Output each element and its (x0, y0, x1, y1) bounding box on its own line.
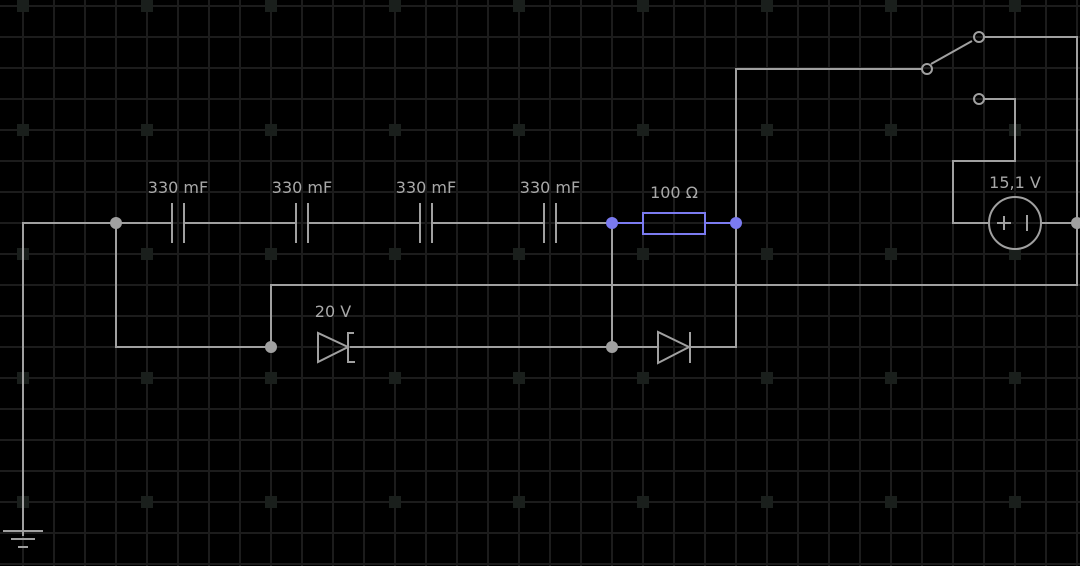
grid-major-marker (513, 372, 525, 384)
grid-major-marker (513, 248, 525, 260)
grid-major-marker (761, 496, 773, 508)
grid-major-marker (513, 0, 525, 12)
grid-major-marker (1009, 496, 1021, 508)
grid-major-marker (389, 124, 401, 136)
grid-major-marker (141, 372, 153, 384)
zener-diode-label: 20 V (315, 302, 351, 321)
grid-major-marker (761, 0, 773, 12)
grid-major-marker (637, 124, 649, 136)
capacitor-1-label: 330 mF (148, 178, 208, 197)
grid-major-marker (141, 248, 153, 260)
grid-major-marker (141, 124, 153, 136)
grid-major-marker (513, 124, 525, 136)
grid-major-marker (265, 124, 277, 136)
grid-major-marker (17, 124, 29, 136)
node[interactable] (1071, 217, 1080, 229)
ground-icon[interactable] (3, 530, 43, 548)
zener-diode[interactable]: 20 V (315, 302, 355, 364)
grid-major-marker (885, 372, 897, 384)
grid-major-marker (885, 124, 897, 136)
nodes (110, 217, 1080, 353)
grid-major-marker (637, 372, 649, 384)
grid-major-marker (637, 248, 649, 260)
grid-major-marker (1009, 248, 1021, 260)
grid-major-marker (389, 496, 401, 508)
diode[interactable] (657, 330, 692, 365)
grid-major-marker (761, 372, 773, 384)
node-selected[interactable] (606, 217, 618, 229)
wire-to-switch[interactable] (735, 68, 922, 223)
grid-major-marker (265, 0, 277, 12)
grid-major-marker (1009, 0, 1021, 12)
voltage-source[interactable]: 15,1 V (988, 173, 1042, 250)
grid-major-marker (141, 496, 153, 508)
grid-major-marker (637, 0, 649, 12)
capacitor-2[interactable]: 330 mF (272, 178, 332, 243)
wire-switch-top[interactable] (984, 36, 1078, 223)
grid-major-marker (265, 496, 277, 508)
node[interactable] (110, 217, 122, 229)
resistor[interactable]: 100 Ω (642, 183, 706, 235)
wire-diode-out[interactable] (690, 223, 737, 348)
grid-major-marker (265, 248, 277, 260)
grid-major-marker (141, 0, 153, 12)
node-selected[interactable] (730, 217, 742, 229)
grid-major-marker (389, 0, 401, 12)
capacitor-3[interactable]: 330 mF (396, 178, 456, 243)
grid-major-marker (389, 372, 401, 384)
capacitor-4-label: 330 mF (520, 178, 580, 197)
capacitor-1[interactable]: 330 mF (148, 178, 208, 243)
grid-major-marker (265, 372, 277, 384)
capacitor-4[interactable]: 330 mF (520, 178, 580, 243)
node[interactable] (265, 341, 277, 353)
switch[interactable] (921, 31, 985, 105)
wire-ground[interactable] (22, 222, 116, 536)
capacitor-3-label: 330 mF (396, 178, 456, 197)
grid-major-marker (885, 496, 897, 508)
grid-major-marker (885, 248, 897, 260)
resistor-label: 100 Ω (650, 183, 698, 202)
wire-rail-285[interactable] (270, 223, 1078, 347)
grid-major-marker (513, 496, 525, 508)
grid-major-marker (637, 496, 649, 508)
grid-major-marker (389, 248, 401, 260)
grid-major-marker (885, 0, 897, 12)
wires (22, 36, 1078, 536)
grid-major-marker (17, 0, 29, 12)
wire-left-down[interactable] (115, 223, 271, 348)
grid-major-marker (761, 124, 773, 136)
wire-switch-lower[interactable] (952, 98, 1016, 224)
grid-major-marker (761, 248, 773, 260)
grid-major-marker (1009, 372, 1021, 384)
node[interactable] (606, 341, 618, 353)
voltage-source-label: 15,1 V (989, 173, 1041, 192)
capacitor-2-label: 330 mF (272, 178, 332, 197)
